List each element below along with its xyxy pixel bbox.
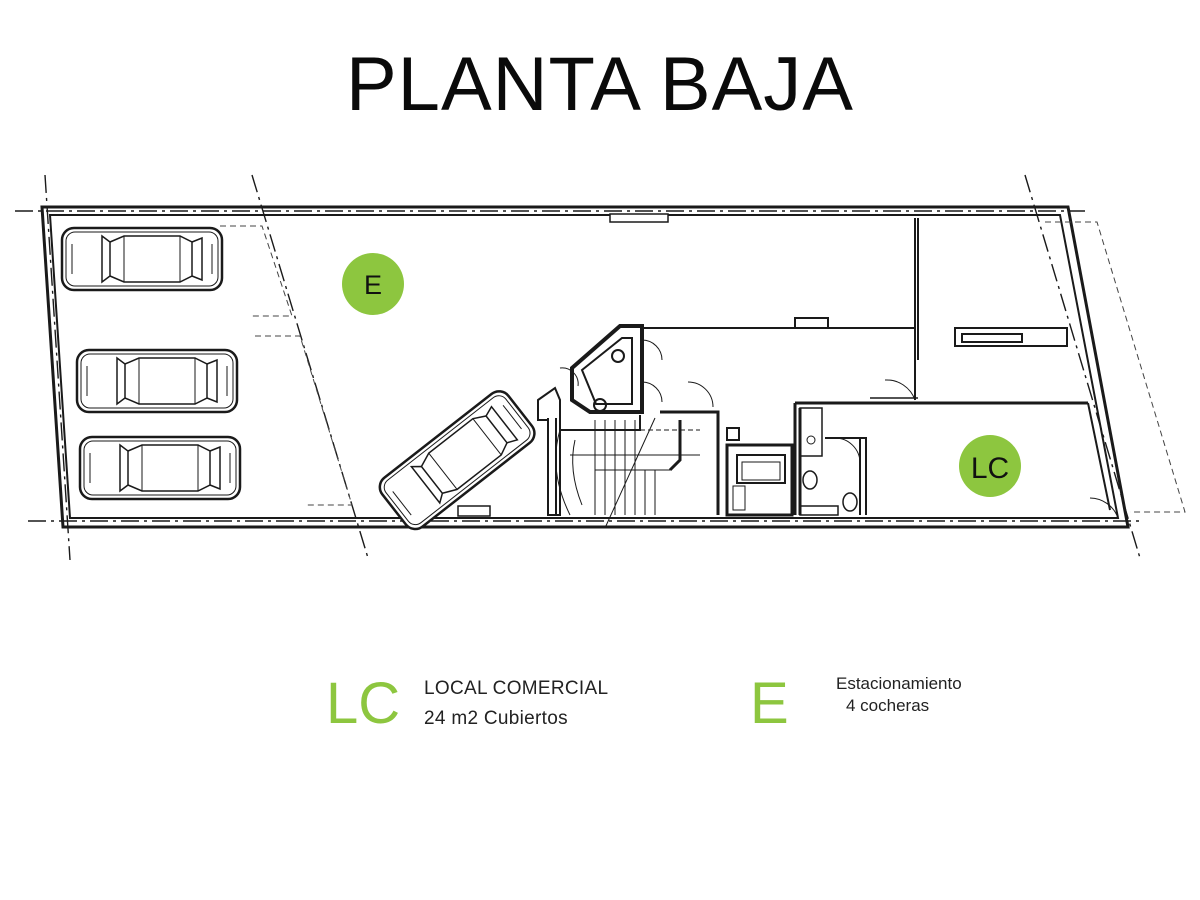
marker-LC-label: LC <box>971 452 1009 485</box>
interior-walls <box>457 213 1119 529</box>
legend-lc-line1: LOCAL COMERCIAL <box>424 678 609 699</box>
legend-e-line2: 4 cocheras <box>846 696 930 715</box>
legend-e-line1: Estacionamiento <box>836 674 962 693</box>
marker-E: E <box>342 253 404 315</box>
legend-e-code: E <box>750 671 789 736</box>
cars <box>60 226 541 536</box>
legend-lc-line2: 24 m2 Cubiertos <box>424 708 568 729</box>
marker-E-label: E <box>364 270 382 300</box>
parking-outlines <box>220 221 1186 513</box>
page-title: PLANTA BAJA <box>345 42 854 127</box>
legend-lc-code: LC <box>326 671 401 736</box>
marker-LC: LC <box>959 435 1021 497</box>
